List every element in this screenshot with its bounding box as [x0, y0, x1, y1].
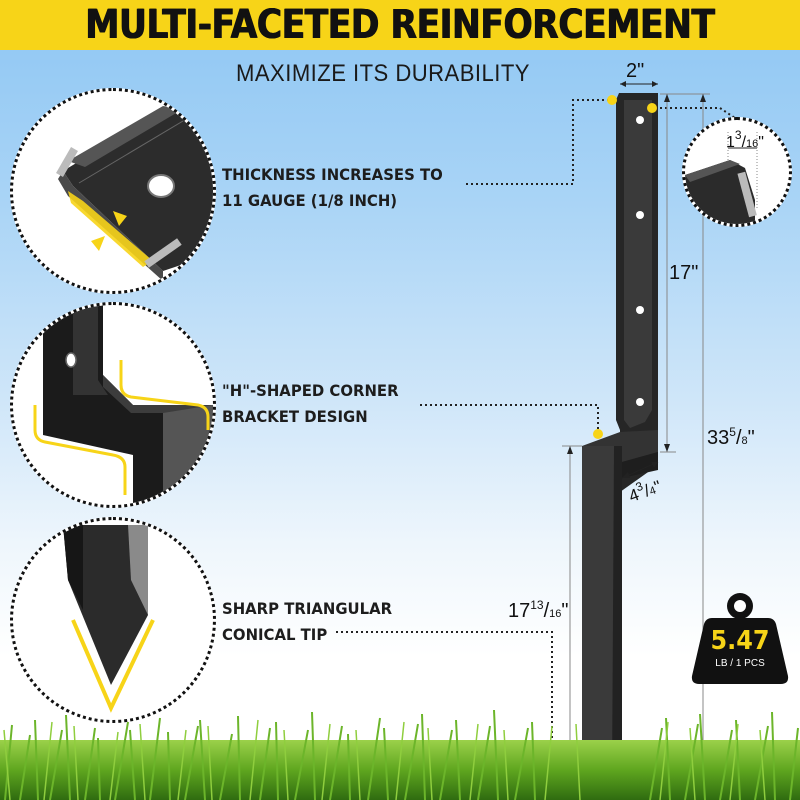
dim-spike-length: 1713/16"	[508, 598, 569, 622]
flange-illustration	[685, 132, 758, 224]
bracket-illustration	[33, 305, 213, 505]
feature-bracket-line1: "H"-SHAPED CORNER	[222, 381, 399, 400]
feature-tip-line2: CONICAL TIP	[222, 625, 328, 644]
grass-background	[0, 709, 800, 800]
feature-tip-line1: SHARP TRIANGULAR	[222, 599, 393, 618]
thickness-plate-illustration	[56, 106, 213, 281]
title-banner: MULTI-FACETED REINFORCEMENT	[0, 0, 800, 50]
feature-bracket-line2: BRACKET DESIGN	[222, 407, 368, 426]
bracket-detail-circle	[10, 302, 216, 508]
weight-icon	[691, 593, 789, 684]
tip-detail-circle	[10, 517, 216, 723]
banner-title: MULTI-FACETED REINFORCEMENT	[85, 2, 715, 48]
weight-badge: 5.47 LB / 1 PCS	[690, 590, 790, 686]
weight-value: 5.47	[710, 626, 770, 656]
dim-flange-width: 13/16"	[726, 128, 764, 151]
dim-total-length: 335/8"	[707, 425, 755, 449]
dim-upper-length: 17"	[669, 262, 699, 284]
thickness-detail-circle	[10, 88, 216, 294]
tip-illustration	[63, 525, 155, 713]
dim-top-width: 2"	[626, 60, 645, 82]
weight-unit: LB / 1 PCS	[715, 658, 765, 669]
feature-thickness-text: THICKNESS INCREASES TO 11 GAUGE (1/8 INC…	[222, 162, 443, 214]
feature-thickness-line1: THICKNESS INCREASES TO	[222, 165, 443, 184]
subtitle: MAXIMIZE ITS DURABILITY	[236, 60, 530, 87]
feature-bracket-text: "H"-SHAPED CORNER BRACKET DESIGN	[222, 378, 399, 430]
feature-tip-text: SHARP TRIANGULAR CONICAL TIP	[222, 596, 392, 648]
feature-thickness-line2: 11 GAUGE (1/8 INCH)	[222, 191, 398, 210]
flange-detail-circle	[682, 117, 792, 227]
